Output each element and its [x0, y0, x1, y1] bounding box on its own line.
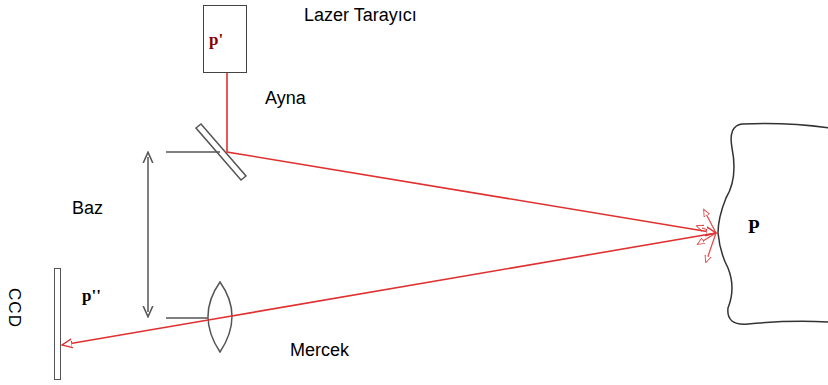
lens-label: Mercek: [290, 340, 349, 361]
baseline-bracket: [148, 152, 220, 318]
light-beam: [62, 233, 716, 345]
sensor-label: CCD: [4, 288, 24, 328]
baseline-label: Baz: [72, 198, 103, 219]
object-outline: [718, 118, 828, 333]
point-label: p': [209, 30, 223, 50]
sensor-bar: [54, 268, 61, 380]
ccd-sensor: CCD: [4, 262, 66, 382]
point-label: P: [748, 216, 760, 238]
point-label: p'': [82, 286, 101, 306]
light-beam: [227, 73, 716, 233]
laser-scanner-box: Lazer Tarayıcıp': [203, 5, 247, 73]
mirror-label: Ayna: [265, 88, 306, 109]
object-surface: P: [718, 118, 828, 333]
device-title: Lazer Tarayıcı: [304, 5, 417, 26]
